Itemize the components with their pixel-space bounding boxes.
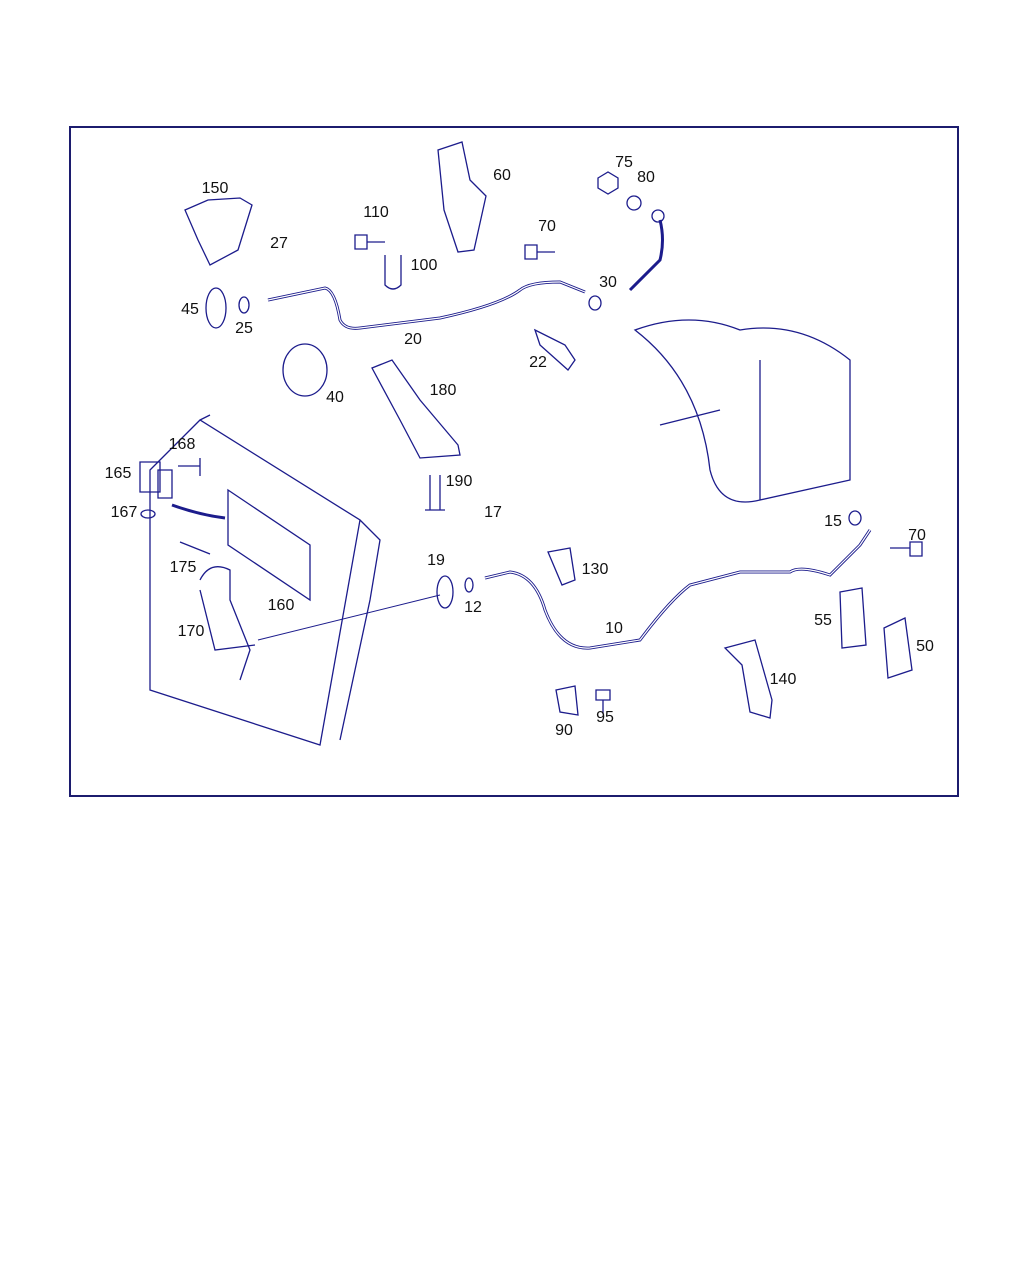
oil-cooler-160 [227, 488, 311, 602]
part-label-160[interactable]: 160 [267, 597, 295, 614]
part-label-175[interactable]: 175 [169, 559, 197, 576]
part-label-168[interactable]: 168 [168, 436, 196, 453]
part-label-19[interactable]: 19 [427, 552, 445, 569]
plate-55 [839, 587, 867, 649]
bolt-70b [890, 541, 923, 557]
fitting-22 [533, 328, 576, 371]
part-label-140[interactable]: 140 [769, 671, 797, 688]
part-label-75[interactable]: 75 [615, 154, 633, 171]
seal-19 [436, 575, 454, 609]
fitting-165 [139, 461, 173, 499]
transmission [633, 319, 851, 503]
part-label-70[interactable]: 70 [538, 218, 556, 235]
bracket-60 [437, 141, 487, 253]
pipe-10 [484, 529, 872, 650]
part-label-20[interactable]: 20 [404, 331, 422, 348]
bolt-95 [595, 689, 611, 714]
part-label-55[interactable]: 55 [814, 612, 832, 629]
bracket-140 [723, 639, 773, 719]
part-label-50[interactable]: 50 [916, 638, 934, 655]
bracket-90 [555, 685, 579, 716]
bolt-110 [354, 234, 385, 250]
pipe-20 [267, 280, 586, 330]
part-label-170[interactable]: 170 [177, 623, 205, 640]
damper-40 [282, 343, 328, 397]
bolt-75 [597, 171, 619, 195]
o-ring-167 [140, 509, 156, 519]
pipe-fitting [628, 219, 664, 292]
seal-45 [205, 287, 227, 329]
part-label-100[interactable]: 100 [410, 257, 438, 274]
bracket-150 [184, 197, 253, 266]
part-label-15[interactable]: 15 [824, 513, 842, 530]
part-label-30[interactable]: 30 [599, 274, 617, 291]
part-label-80[interactable]: 80 [637, 169, 655, 186]
part-label-167[interactable]: 167 [110, 504, 138, 521]
part-label-25[interactable]: 25 [235, 320, 253, 337]
bolt-168 [178, 458, 201, 476]
part-label-90[interactable]: 90 [555, 722, 573, 739]
part-label-45[interactable]: 45 [181, 301, 199, 318]
line-170 [199, 566, 256, 681]
part-label-110[interactable]: 110 [363, 204, 389, 221]
part-label-130[interactable]: 130 [581, 561, 609, 578]
part-label-180[interactable]: 180 [429, 382, 457, 399]
bolt-70 [524, 244, 555, 260]
bracket-180 [371, 359, 461, 459]
part-label-60[interactable]: 60 [493, 167, 511, 184]
o-ring-15 [848, 510, 862, 526]
part-label-70[interactable]: 70 [908, 527, 926, 544]
part-label-150[interactable]: 150 [201, 180, 229, 197]
part-label-190[interactable]: 190 [445, 473, 473, 490]
part-label-22[interactable]: 22 [529, 354, 547, 371]
part-label-95[interactable]: 95 [596, 709, 614, 726]
part-label-27[interactable]: 27 [270, 235, 288, 252]
bracket-130 [547, 547, 576, 586]
stud-190 [425, 475, 445, 511]
clip-100 [384, 255, 402, 290]
arrow [171, 503, 226, 520]
part-label-165[interactable]: 165 [104, 465, 132, 482]
bolt-175 [179, 541, 211, 555]
plate-50 [883, 617, 913, 679]
leader-line [257, 594, 441, 641]
radiator [149, 414, 381, 746]
diagram-frame [69, 126, 959, 797]
washer-12 [464, 577, 474, 593]
washer-80 [626, 195, 642, 211]
part-label-10[interactable]: 10 [605, 620, 623, 637]
o-ring-30 [588, 295, 602, 311]
part-label-17[interactable]: 17 [484, 504, 502, 521]
part-label-40[interactable]: 40 [326, 389, 344, 406]
part-label-12[interactable]: 12 [464, 599, 482, 616]
